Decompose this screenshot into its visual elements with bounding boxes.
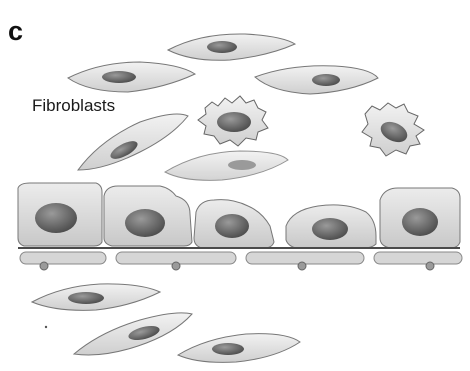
membrane-knob (172, 262, 180, 270)
epithelial-nucleus (35, 203, 77, 233)
fibroblast-cell (32, 284, 160, 310)
membrane-knob (426, 262, 434, 270)
fibroblast-cell (78, 114, 188, 170)
epithelial-cell (18, 183, 102, 246)
fibroblast-nucleus (212, 343, 244, 355)
fibroblasts-label: Fibroblasts (32, 96, 115, 115)
membrane-segment (20, 252, 106, 264)
fibroblast-cell (165, 151, 288, 180)
epithelial-cell (380, 188, 460, 248)
fibroblast-nucleus (102, 71, 136, 83)
epithelial-cell (194, 200, 274, 248)
epithelial-nucleus (402, 208, 438, 236)
ruffled-nucleus (217, 112, 251, 132)
fibroblast-cell (68, 62, 195, 92)
fibroblast-cell (178, 334, 300, 363)
panel-letter: c (8, 16, 23, 46)
fibroblast-nucleus (207, 41, 237, 53)
fibroblast-cell (168, 34, 295, 60)
epithelial-cell (286, 205, 376, 248)
ruffled-cell (198, 96, 268, 146)
epithelial-nucleus (312, 218, 348, 240)
basement-membrane (20, 252, 462, 270)
membrane-knob (298, 262, 306, 270)
membrane-knob (40, 262, 48, 270)
epithelial-cell (104, 186, 192, 246)
ruffled-cell (362, 103, 424, 156)
speck (45, 326, 47, 328)
fibroblast-cell (74, 313, 192, 355)
membrane-segment (246, 252, 364, 264)
membrane-segment (374, 252, 462, 264)
fibroblast-nucleus (312, 74, 340, 86)
epithelial-nucleus (215, 214, 249, 238)
epithelial-nucleus (125, 209, 165, 237)
fibroblast-cell (255, 66, 378, 94)
fibroblast-nucleus (228, 160, 256, 170)
fibroblast-nucleus (68, 292, 104, 304)
epithelial-layer (18, 183, 460, 248)
